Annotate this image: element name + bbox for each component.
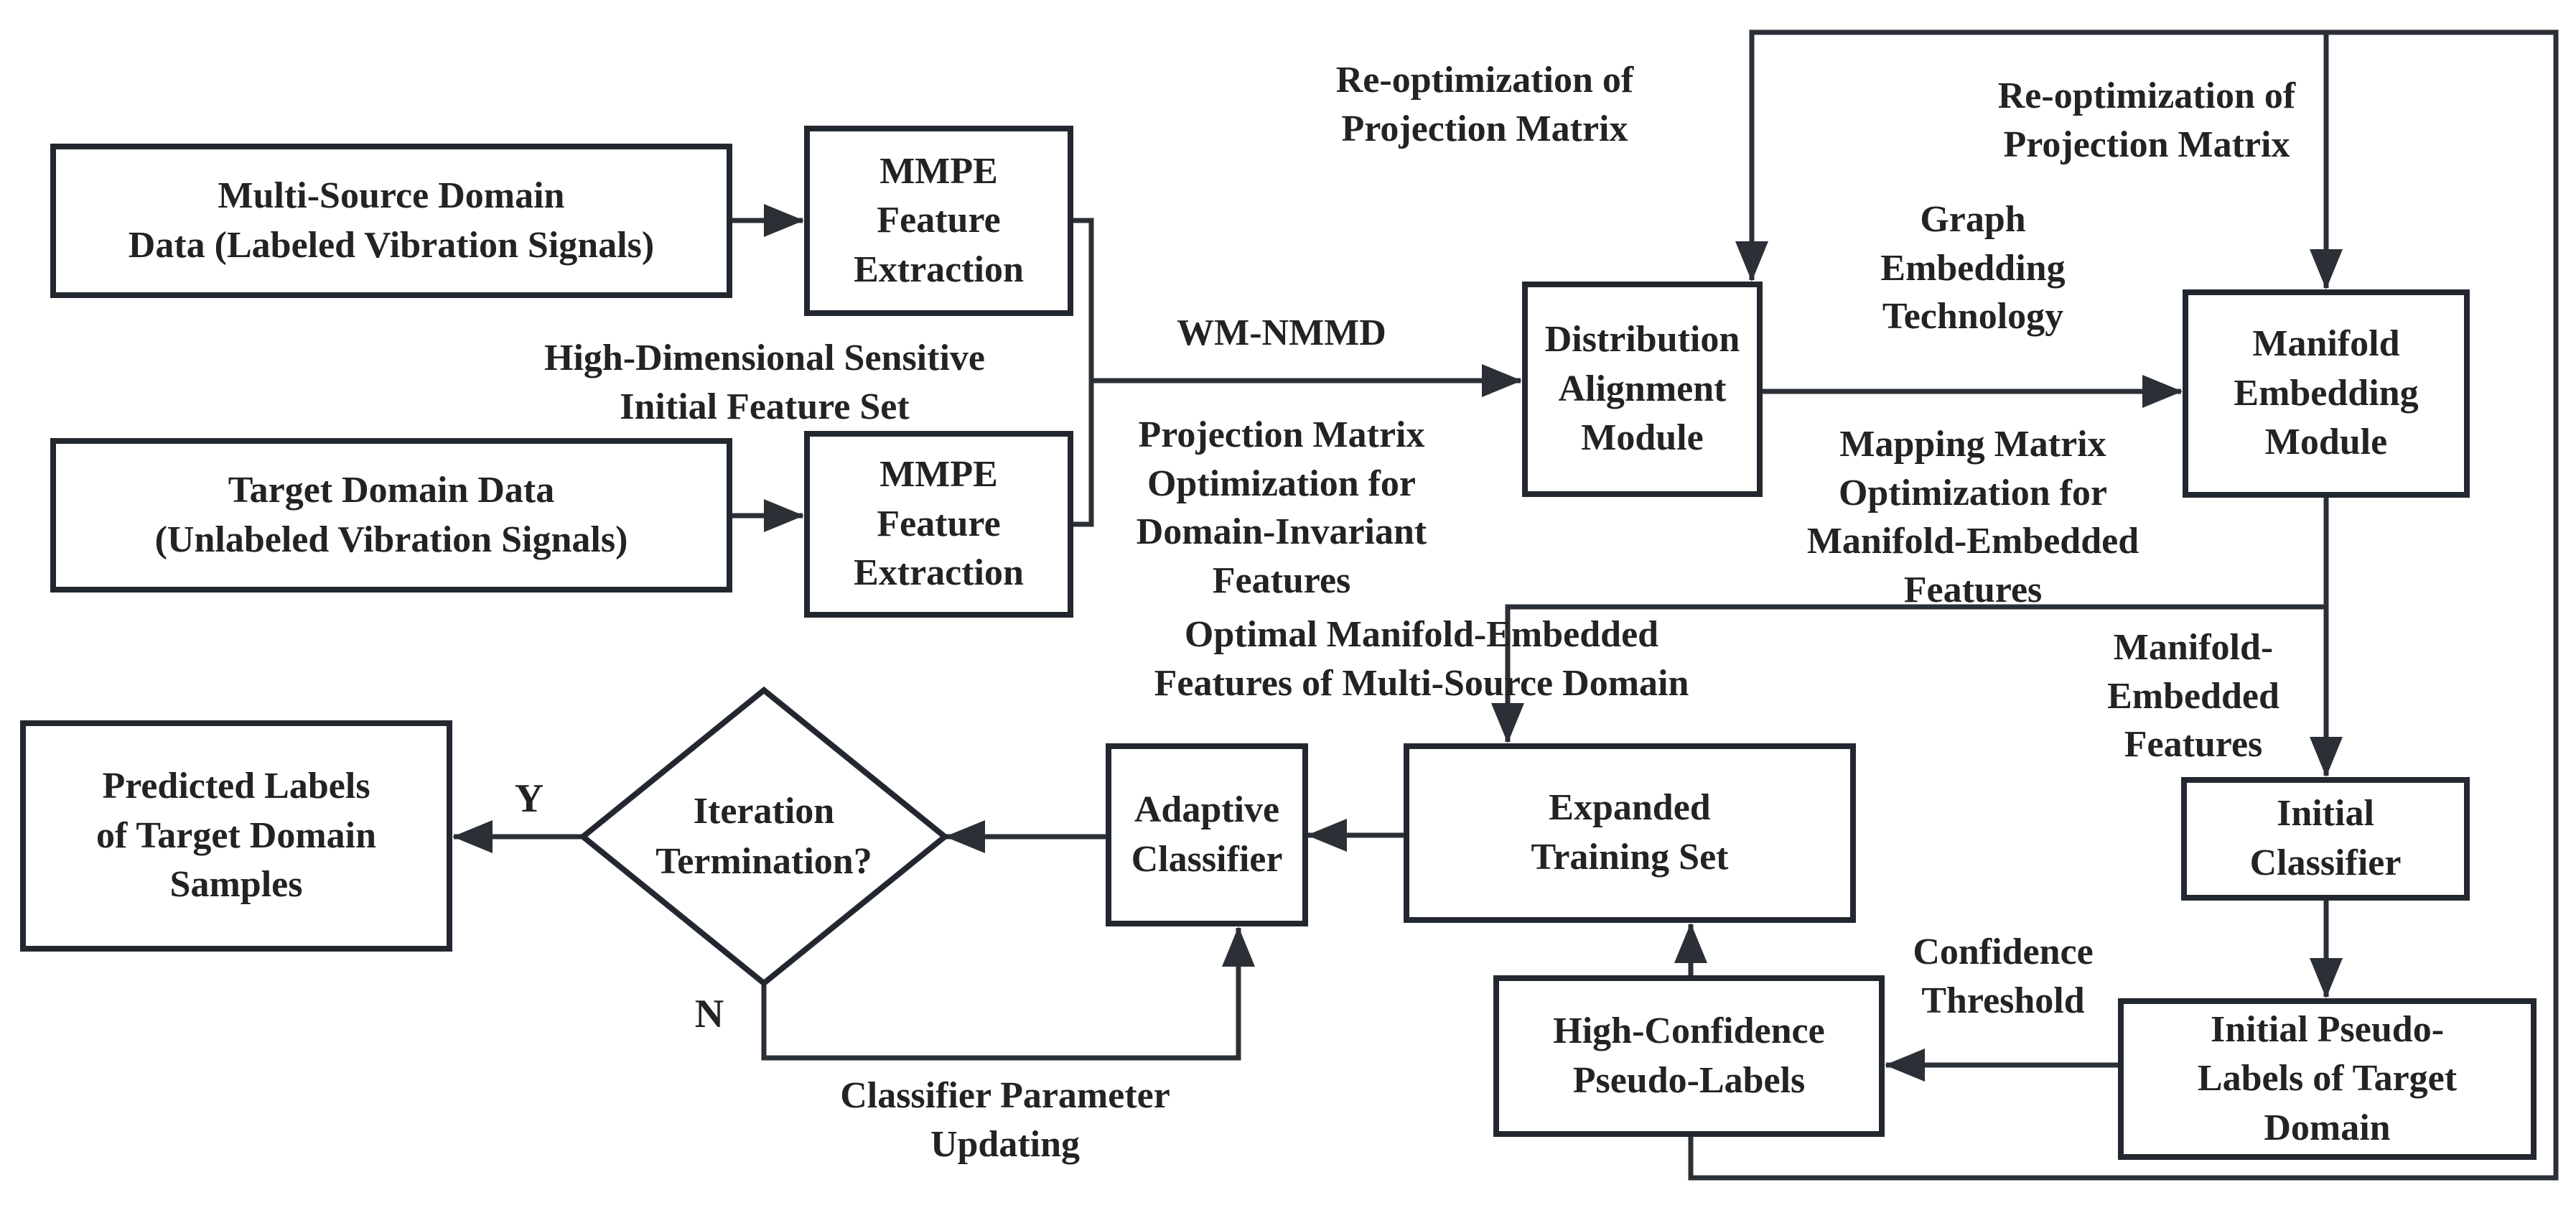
label-projection-matrix-optimization: Projection Matrix Optimization for Domai… — [1136, 414, 1427, 601]
node-initial-classifier: Initial Classifier — [2181, 777, 2470, 901]
label-manifold-embedded-features: Manifold- Embedded Features — [2107, 627, 2279, 766]
node-target-domain-data: Target Domain Data (Unlabeled Vibration … — [50, 438, 732, 592]
node-initial-pseudo-labels: Initial Pseudo- Labels of Target Domain — [2118, 998, 2537, 1160]
node-multi-source-domain-data: Multi-Source Domain Data (Labeled Vibrat… — [50, 144, 732, 298]
label-reoptimization-left: Re-optimization of Projection Matrix — [1335, 60, 1634, 149]
node-manifold-embedding-module: Manifold Embedding Module — [2183, 289, 2470, 498]
label-classifier-parameter-updating: Classifier Parameter Updating — [840, 1075, 1170, 1165]
label-high-dimensional-feature-set: High-Dimensional Sensitive Initial Featu… — [544, 338, 985, 427]
label-graph-embedding-technology: Graph Embedding Technology — [1880, 199, 2066, 338]
node-adaptive-classifier: Adaptive Classifier — [1106, 743, 1308, 926]
node-mmpe-feature-extraction-bottom: MMPE Feature Extraction — [804, 431, 1073, 618]
label-confidence-threshold: Confidence Threshold — [1913, 931, 2094, 1021]
node-high-confidence-pseudo-labels: High-Confidence Pseudo-Labels — [1493, 975, 1885, 1137]
label-wm-nmmd: WM-NMMD — [1177, 312, 1386, 353]
node-predicted-labels: Predicted Labels of Target Domain Sample… — [20, 720, 452, 952]
decision-iteration-termination: Iteration Termination? — [655, 790, 872, 882]
node-expanded-training-set: Expanded Training Set — [1404, 743, 1856, 923]
label-optimal-manifold-embedded-features: Optimal Manifold-Embedded Features of Mu… — [1154, 614, 1689, 704]
node-mmpe-feature-extraction-top: MMPE Feature Extraction — [804, 126, 1073, 316]
node-distribution-alignment-module: Distribution Alignment Module — [1522, 282, 1763, 497]
label-branch-no: N — [694, 992, 724, 1036]
label-reoptimization-right: Re-optimization of Projection Matrix — [1997, 75, 2296, 165]
label-branch-yes: Y — [514, 776, 544, 821]
label-mapping-matrix-optimization: Mapping Matrix Optimization for Manifold… — [1806, 424, 2139, 610]
